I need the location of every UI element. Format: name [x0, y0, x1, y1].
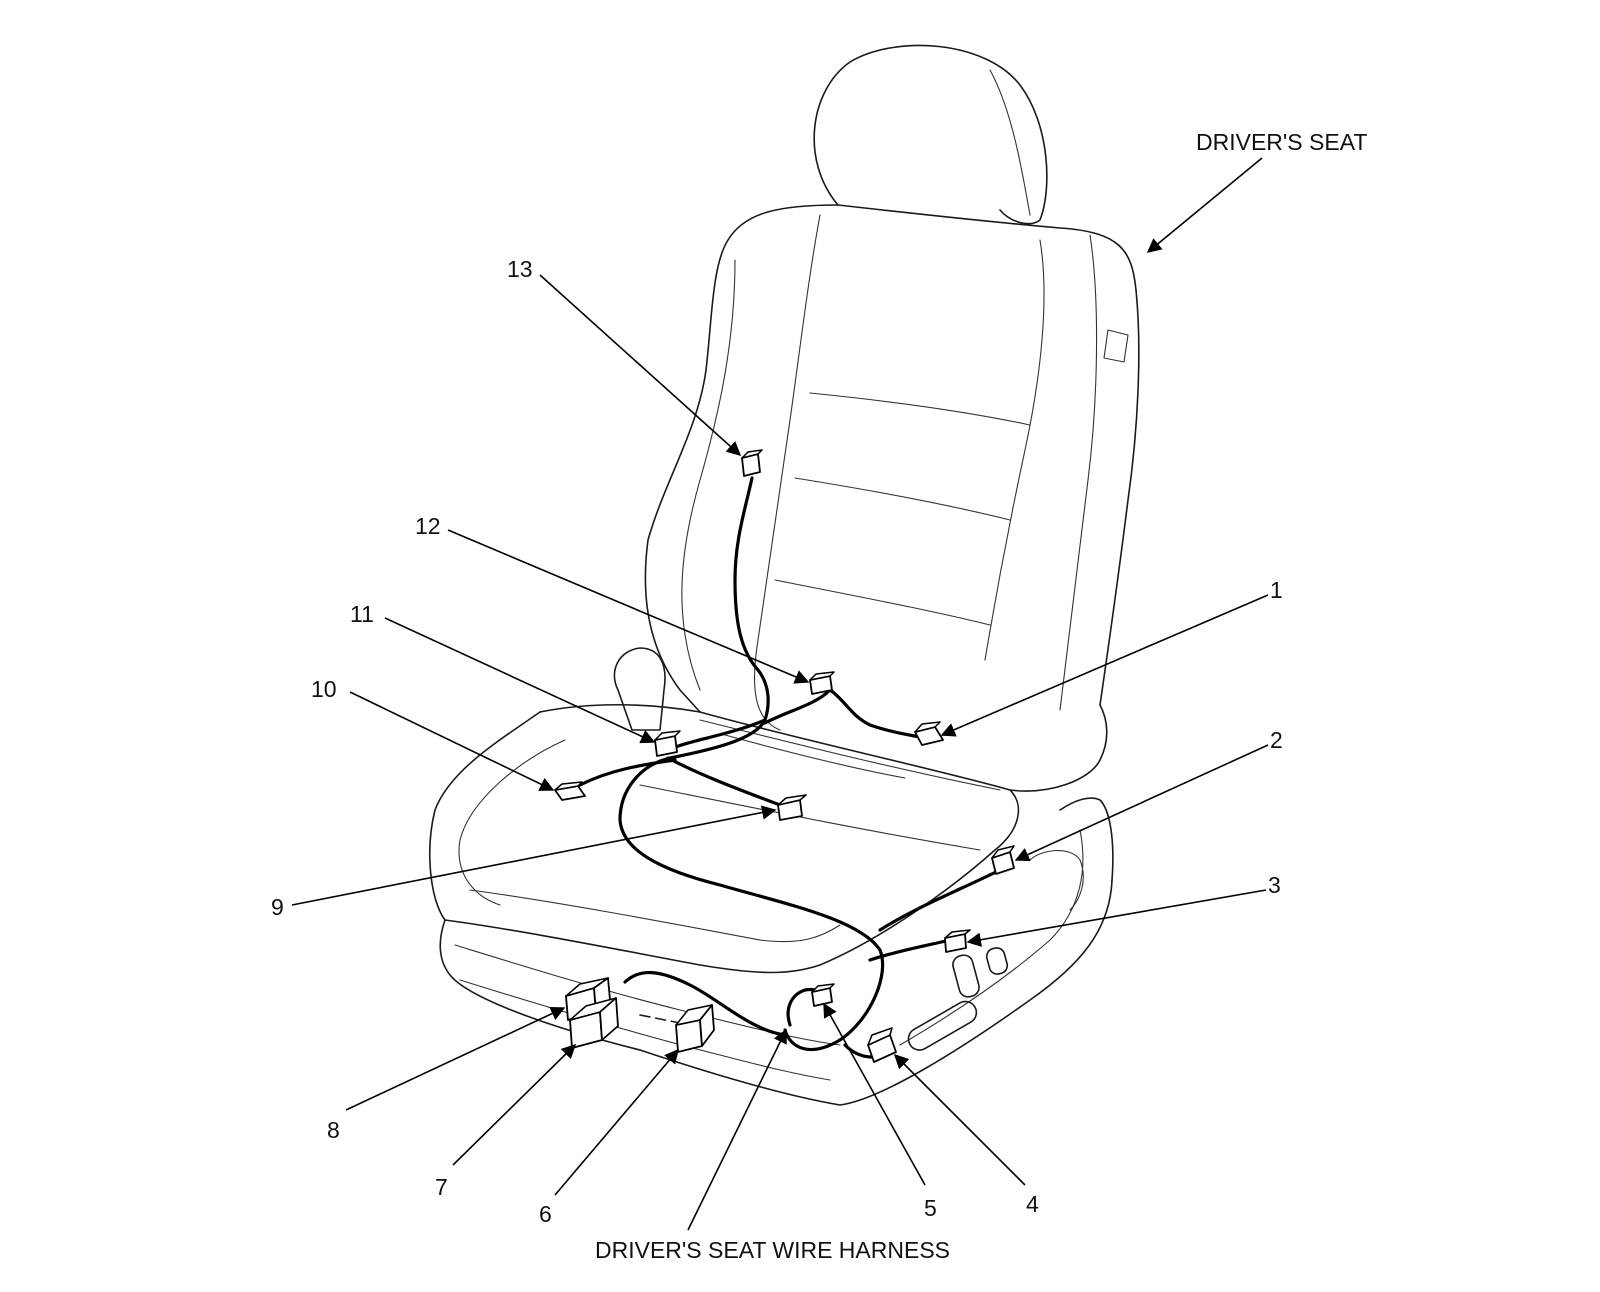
slide-switch: [907, 1000, 978, 1051]
label-drivers-seat: DRIVER'S SEAT: [1196, 129, 1367, 155]
seat-outline: [429, 44, 1140, 1106]
headrest: [813, 44, 1048, 225]
seatback-seam-3: [774, 579, 991, 626]
leader-9: [291, 805, 777, 906]
leader-2: [1014, 744, 1269, 862]
wire-base: [623, 970, 787, 1037]
connector-13: [741, 449, 763, 477]
wire-9: [666, 756, 782, 807]
wire-3: [868, 938, 952, 962]
cushion-seam: [639, 784, 981, 851]
connector-1: [914, 721, 944, 746]
leader-8: [345, 1006, 566, 1111]
cushion-front-right: [819, 789, 1020, 966]
callout-7: 7: [435, 1174, 448, 1200]
cushion-inner-2: [469, 889, 841, 943]
connector-7: [569, 997, 619, 1049]
callout-10: 10: [311, 676, 337, 702]
leader-11: [384, 617, 656, 744]
seatback-seam-2: [794, 477, 1011, 521]
leader-wire-harness: [687, 1028, 787, 1231]
seatback-inner-panel: [753, 214, 821, 731]
connector-3: [944, 929, 971, 953]
seat-base-inner: [454, 944, 841, 1046]
connector-4: [867, 1027, 897, 1063]
seatback-inner-left: [681, 259, 736, 691]
seatback-outer: [644, 204, 839, 713]
callout-4: 4: [1026, 1191, 1039, 1217]
seatback-right-side: [1059, 234, 1098, 711]
cushion-outer: [429, 711, 541, 921]
seatback-side-tab: [1103, 329, 1129, 363]
leader-drivers-seat: [1146, 157, 1263, 253]
recline-switch: [985, 947, 1009, 975]
leader-7: [452, 1043, 577, 1166]
leader-12: [447, 529, 810, 684]
cushion-rear: [724, 734, 906, 779]
callout-1: 1: [1270, 577, 1283, 603]
connector-12: [809, 671, 835, 695]
seat-base-right: [1059, 797, 1114, 881]
connector-11: [654, 730, 681, 757]
seatback-bottom: [699, 704, 1108, 792]
wire-10: [578, 758, 677, 787]
cushion-front: [444, 919, 821, 974]
belt-buckle: [613, 647, 666, 731]
callout-13: 13: [507, 256, 533, 282]
connector-5: [811, 983, 835, 1007]
wire-13: [618, 476, 885, 1052]
wire-harness: [578, 476, 1002, 1059]
leader-3: [966, 889, 1267, 947]
cushion-ridge: [699, 719, 1001, 791]
callout-11: 11: [350, 601, 374, 627]
leader-10: [349, 691, 555, 791]
connector-9: [777, 794, 807, 821]
lumbar-switch: [952, 954, 980, 998]
label-wire-harness: DRIVER'S SEAT WIRE HARNESS: [595, 1237, 950, 1263]
wire-12-1: [763, 688, 927, 740]
seatback-top: [837, 204, 1140, 706]
wire-2: [878, 868, 1002, 932]
cushion-inner-1: [458, 739, 566, 906]
leader-4: [893, 1053, 1026, 1186]
callout-6: 6: [539, 1201, 552, 1227]
callout-3: 3: [1268, 872, 1281, 898]
callout-9: 9: [271, 894, 284, 920]
leader-5: [823, 1002, 926, 1186]
callout-8: 8: [327, 1117, 340, 1143]
connector-6: [675, 1004, 715, 1053]
leader-1: [940, 594, 1269, 737]
switch-panel: [1029, 850, 1084, 911]
text-labels: DRIVER'S SEAT DRIVER'S SEAT WIRE HARNESS…: [271, 129, 1367, 1263]
cushion-top-left: [539, 703, 701, 713]
connector-10: [554, 781, 586, 801]
seatback-side-bolster: [984, 239, 1045, 661]
seatback-seam-1: [809, 392, 1031, 426]
callout-12: 12: [415, 513, 441, 539]
connectors: [554, 449, 1015, 1063]
callout-2: 2: [1270, 727, 1283, 753]
connector-2: [991, 845, 1015, 875]
callout-5: 5: [924, 1195, 937, 1221]
leader-13: [539, 274, 742, 456]
leader-6: [554, 1048, 679, 1196]
seat-base-bottom: [639, 879, 1113, 1106]
headrest-edge: [989, 69, 1031, 216]
leader-lines: [291, 157, 1269, 1231]
